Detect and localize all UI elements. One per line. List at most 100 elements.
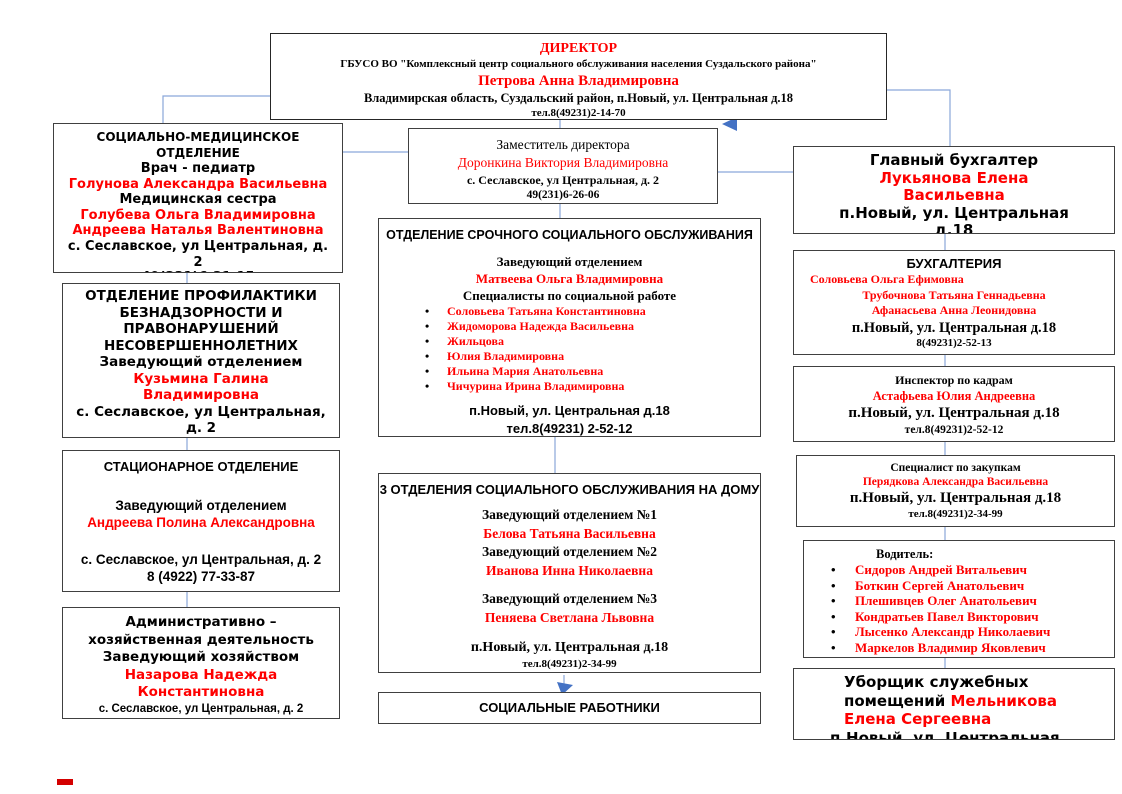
spacer [379, 580, 760, 590]
node-hr-inspector: Инспектор по кадрам Астафьева Юлия Андре… [793, 366, 1115, 442]
deputy-address: с. Сеславское, ул Центральная, д. 2 [466, 173, 660, 187]
connector-director-chief [887, 89, 951, 146]
cleaner-role: Уборщик служебных помещений [844, 673, 1029, 710]
list-item: Ильина Мария Анатольевна [425, 364, 760, 379]
inpatient-phone: 8 (4922) 77-33-87 [146, 569, 256, 584]
medical-role1: Врач - педиатр [140, 161, 256, 176]
home-head2-role: Заведующий отделением №2 [481, 544, 658, 559]
drivers-list: Сидоров Андрей Витальевич Боткин Сергей … [804, 562, 1114, 655]
medical-name1: Голунова Александра Васильевна [68, 176, 328, 192]
hr-role: Инспектор по кадрам [895, 373, 1013, 387]
home-address: п.Новый, ул. Центральная д.18 [470, 640, 669, 655]
accounting-title: БУХГАЛТЕРИЯ [906, 256, 1002, 271]
node-director: ДИРЕКТОР ГБУСО ВО "Комплексный центр соц… [270, 33, 887, 120]
cleaner-address: п.Новый, ул. Центральная [830, 728, 1060, 740]
drivers-role: Водитель: [876, 547, 934, 561]
node-home-service-departments: 3 ОТДЕЛЕНИЯ СОЦИАЛЬНОГО ОБСЛУЖИВАНИЯ НА … [378, 473, 761, 673]
admin-title-line2: хозяйственная деятельность [88, 631, 314, 648]
procurement-phone: тел.8(49231)2-34-99 [908, 508, 1003, 520]
prevention-name: Кузьмина Галина Владимировна [133, 370, 269, 404]
home-head2-name: Иванова Инна Николаевна [486, 562, 653, 578]
chief-name: Лукьянова Елена Васильевна [879, 168, 1029, 204]
list-item: Соловьева Татьяна Константиновна [425, 304, 760, 319]
medical-phone: 49(231)6-21-15 [62, 270, 334, 272]
inpatient-address: с. Сеславское, ул Центральная, д. 2 [80, 552, 322, 567]
node-procurement-specialist: Специалист по закупкам Перядкова Алексан… [796, 455, 1115, 527]
node-deputy-director: Заместитель директора Доронкина Виктория… [408, 128, 718, 204]
node-drivers: Водитель: Сидоров Андрей Витальевич Ботк… [803, 540, 1115, 658]
node-inpatient-department: СТАЦИОНАРНОЕ ОТДЕЛЕНИЕ Заведующий отделе… [62, 450, 340, 592]
list-item: Сидоров Андрей Витальевич [831, 562, 1114, 578]
urgent-title: ОТДЕЛЕНИЕ СРОЧНОГО СОЦИАЛЬНОГО ОБСЛУЖИВА… [386, 228, 753, 242]
list-item: Жидоморова Надежда Васильевна [425, 319, 760, 334]
list-item: Плешивцев Олег Анатольевич [831, 593, 1114, 609]
home-phone: тел.8(49231)2-34-99 [522, 658, 617, 670]
director-org: ГБУСО ВО "Комплексный центр социального … [340, 58, 817, 70]
prevention-role: Заведующий отделением [99, 354, 303, 370]
procurement-name: Перядкова Александра Васильевна [862, 476, 1049, 488]
deputy-phone: 49(231)6-26-06 [526, 189, 600, 201]
node-cleaner: Уборщик служебных помещений Мельникова Е… [793, 668, 1115, 740]
urgent-phone: тел.8(49231) 2-52-12 [506, 421, 633, 436]
accounting-address: п.Новый, ул. Центральная д.18 [851, 319, 1057, 336]
director-name: Петрова Анна Владимировна [478, 73, 679, 89]
chief-address: п.Новый, ул. Центральная д.18 [839, 203, 1069, 234]
home-head1-role: Заведующий отделением №1 [481, 507, 658, 522]
inpatient-role: Заведующий отделением [115, 498, 287, 513]
accounting-phone: 8(49231)2-52-13 [916, 336, 992, 349]
accounting-name: Трубочнова Татьяна Геннадьевна [862, 287, 1046, 302]
medical-title: СОЦИАЛЬНО-МЕДИЦИНСКОЕ ОТДЕЛЕНИЕ [96, 130, 300, 160]
inpatient-name: Андреева Полина Александровна [87, 515, 315, 530]
list-item: Чичурина Ирина Владимировна [425, 379, 760, 394]
urgent-head-role: Заведующий отделением [496, 254, 643, 269]
deputy-role: Заместитель директора [496, 137, 630, 152]
procurement-address: п.Новый, ул. Центральная д.18 [849, 490, 1062, 506]
list-item: Боткин Сергей Анатольевич [831, 578, 1114, 594]
urgent-specialists-label: Специалисты по социальной работе [462, 288, 677, 303]
home-title: 3 ОТДЕЛЕНИЯ СОЦИАЛЬНОГО ОБСЛУЖИВАНИЯ НА … [379, 482, 760, 497]
node-accounting-department: БУХГАЛТЕРИЯ Соловьева Ольга Ефимовна Тру… [793, 250, 1115, 355]
director-phone: тел.8(49231)2-14-70 [531, 107, 626, 119]
admin-address: с. Сеславское, ул Центральная, д. 2 [98, 702, 304, 715]
chief-role: Главный бухгалтер [869, 151, 1039, 169]
list-item: Жильцова [425, 334, 760, 349]
medical-name3: Андреева Наталья Валентиновна [72, 223, 324, 239]
clipped-red-artifact [57, 779, 73, 785]
node-social-workers: СОЦИАЛЬНЫЕ РАБОТНИКИ [378, 692, 761, 724]
node-admin-department: Административно – хозяйственная деятельн… [62, 607, 340, 719]
home-head1-name: Белова Татьяна Васильевна [483, 525, 656, 541]
urgent-address: п.Новый, ул. Центральная д.18 [469, 403, 670, 418]
medical-role2: Медицинская сестра [119, 192, 277, 208]
list-item: Маркелов Владимир Яковлевич [831, 640, 1114, 656]
workers-title: СОЦИАЛЬНЫЕ РАБОТНИКИ [479, 700, 660, 715]
hr-address: п.Новый, ул. Центральная д.18 [848, 405, 1060, 421]
deputy-name: Доронкина Виктория Владимировна [457, 155, 669, 170]
director-address: Владимирская область, Суздальский район,… [363, 91, 794, 105]
spacer [379, 627, 760, 639]
admin-role: Заведующий хозяйством [102, 649, 300, 665]
node-urgent-service-department: ОТДЕЛЕНИЕ СРОЧНОГО СОЦИАЛЬНОГО ОБСЛУЖИВА… [378, 218, 761, 437]
hr-phone: тел.8(49231)2-52-12 [904, 424, 1004, 436]
connector-director-medical [162, 95, 270, 123]
node-chief-accountant: Главный бухгалтер Лукьянова Елена Василь… [793, 146, 1115, 234]
admin-title-line1: Административно – [125, 614, 277, 630]
home-head3-name: Пеняева Светлана Львовна [484, 609, 655, 625]
node-prevention-department: ОТДЕЛЕНИЕ ПРОФИЛАКТИКИ БЕЗНАДЗОРНОСТИ И … [62, 283, 340, 438]
procurement-role: Специалист по закупкам [890, 462, 1021, 474]
cleaner-name: Мельникова Елена Сергеевна [844, 691, 1058, 729]
admin-name: Назарова Надежда Константиновна [124, 666, 278, 701]
list-item: Кондратьев Павел Викторович [831, 609, 1114, 625]
director-title: ДИРЕКТОР [539, 41, 618, 56]
node-medical-department: СОЦИАЛЬНО-МЕДИЦИНСКОЕ ОТДЕЛЕНИЕ Врач - п… [53, 123, 343, 273]
home-head3-role: Заведующий отделением №3 [481, 591, 658, 606]
accounting-name: Афанасьева Анна Леонидовна [871, 303, 1037, 317]
accounting-name: Соловьева Ольга Ефимовна [810, 272, 964, 286]
prevention-address: с. Сеславское, ул Центральная, д. 2 [76, 403, 326, 437]
prevention-title: ОТДЕЛЕНИЕ ПРОФИЛАКТИКИ БЕЗНАДЗОРНОСТИ И … [85, 288, 317, 354]
hr-name: Астафьева Юлия Андреевна [872, 389, 1036, 403]
medical-address: с. Сеславское, ул Центральная, д. 2 [67, 238, 329, 270]
list-item: Лысенко Александр Николаевич [831, 624, 1114, 640]
medical-name2: Голубева Ольга Владимировна [80, 207, 316, 223]
urgent-specialists-list: Соловьева Татьяна Константиновна Жидомор… [379, 304, 760, 394]
